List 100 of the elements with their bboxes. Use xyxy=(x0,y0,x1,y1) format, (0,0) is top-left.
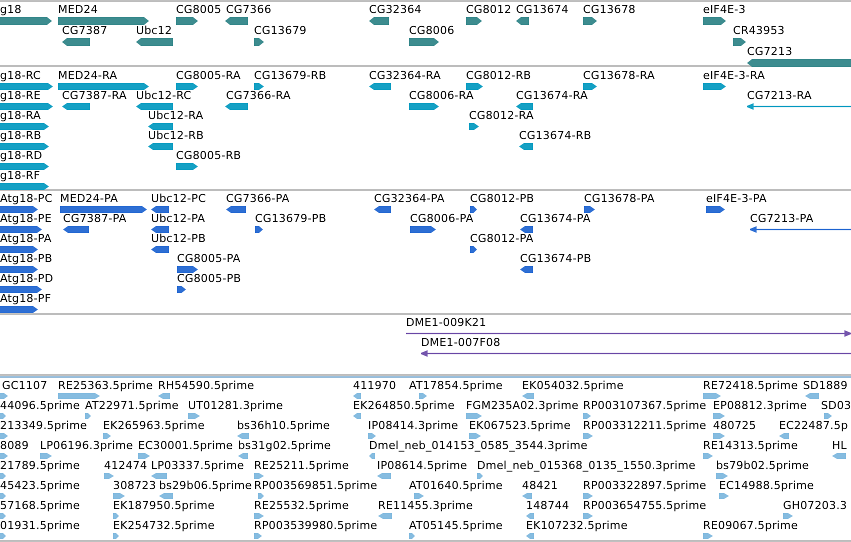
feature-label: CG13674-RB xyxy=(519,129,592,142)
feature-label: EK254732.5prime xyxy=(113,519,215,532)
feature-label: MED24-PA xyxy=(60,192,118,205)
feature-label: CG7387-PA xyxy=(63,212,126,225)
feature-label: CG8005 xyxy=(176,3,222,16)
feature-label: 480725 xyxy=(713,419,756,432)
feature-label: RH54590.5prime xyxy=(158,379,254,392)
feature-label: eIF4E-3 xyxy=(703,3,746,16)
feature-label: bs79b02.5prime xyxy=(716,459,810,472)
feature-label: CG8005-PA xyxy=(177,252,240,265)
feature-label: CG8012 xyxy=(466,3,512,16)
feature-label: AT05145.5prime xyxy=(409,519,503,532)
feature-label: CG7213-RA xyxy=(747,89,812,102)
feature-label: Ubc12-RC xyxy=(136,89,192,102)
feature-label: UT01281.3prime xyxy=(188,399,284,412)
feature-label: Dmel_neb_015368_0135_1550.3prime xyxy=(477,459,696,472)
feature-label: CG8006-RA xyxy=(409,89,474,102)
feature-label: CR43953 xyxy=(733,24,785,37)
feature-label: FGM235A02.3prime xyxy=(466,399,579,412)
feature-label: Ubc12-RA xyxy=(148,109,204,122)
feature-label: CG7213-PA xyxy=(750,212,814,225)
feature-label: g18-RA xyxy=(0,109,41,122)
feature-label: Atg18-PE xyxy=(0,212,52,225)
feature-label: 48421 xyxy=(522,479,558,492)
feature-label: CG8012-PA xyxy=(470,232,534,245)
feature-label: 44096.5prime xyxy=(0,399,80,412)
feature-label: CG13674-PA xyxy=(520,212,591,225)
feature-label: Dmel_neb_014153_0585_3544.3prime xyxy=(369,439,588,452)
feature-label: CG8006-PA xyxy=(410,212,474,225)
feature-label: Atg18-PF xyxy=(0,292,52,305)
feature-label: g18-RB xyxy=(0,129,42,142)
feature-label: CG13674-RA xyxy=(516,89,588,102)
feature-label: RP003322897.5prime xyxy=(583,479,706,492)
feature-label: CG8006 xyxy=(409,24,454,37)
feature-label: eIF4E-3-RA xyxy=(703,69,765,82)
feature-label: g18-RC xyxy=(0,69,41,82)
feature-label: EP08812.3prime xyxy=(713,399,807,412)
feature-label: CG13679-RB xyxy=(254,69,326,82)
feature-label: LP03337.5prime xyxy=(151,459,244,472)
feature-label: CG13678-PA xyxy=(584,192,655,205)
feature-label: CG32364 xyxy=(369,3,422,16)
feature-label: RE25363.5prime xyxy=(58,379,153,392)
feature-label: RE72418.5prime xyxy=(703,379,798,392)
feature-label: CG7366-RA xyxy=(226,89,291,102)
feature-label: CG13674-PB xyxy=(520,252,592,265)
feature-label: SD03 xyxy=(821,399,851,412)
feature-label: CG7387 xyxy=(62,24,108,37)
feature-label: AT01640.5prime xyxy=(409,479,503,492)
feature-label: RP003312211.5prime xyxy=(583,419,706,432)
feature-label: RE25532.5prime xyxy=(254,499,349,512)
feature-label: CG8012-PB xyxy=(470,192,534,205)
feature-label: 411970 xyxy=(353,379,396,392)
feature-label: Ubc12-PB xyxy=(151,232,206,245)
feature-label: RP003569851.5prime xyxy=(254,479,378,492)
feature-label: SD1889 xyxy=(803,379,848,392)
feature-label: EK187950.5prime xyxy=(113,499,215,512)
feature-label: CG7366-PA xyxy=(226,192,290,205)
feature-label: EC30001.5prime xyxy=(138,439,233,452)
feature-label: Atg18-PD xyxy=(0,272,54,285)
feature-label: 01931.5prime xyxy=(0,519,80,532)
feature-label: AT17854.5prime xyxy=(409,379,503,392)
feature-label: RE14313.5prime xyxy=(703,439,798,452)
feature-label: MED24 xyxy=(58,3,98,16)
feature-label: CG8005-RB xyxy=(176,149,242,162)
feature-label: g18-RD xyxy=(0,149,42,162)
feature-label: LP06196.3prime xyxy=(40,439,134,452)
feature-label: g18-RF xyxy=(0,169,40,182)
feature-label: Ubc12-PC xyxy=(151,192,206,205)
feature-label: Ubc12 xyxy=(136,24,172,37)
feature-label: Atg18-PB xyxy=(0,252,52,265)
feature-label: Ubc12-PA xyxy=(151,212,206,225)
feature-label: RP003654755.5prime xyxy=(583,499,706,512)
feature-label: CG8005-RA xyxy=(176,69,241,82)
feature-label: 21789.5prime xyxy=(0,459,80,472)
feature-label: CG8012-RB xyxy=(466,69,532,82)
feature-label: 412474 xyxy=(104,459,148,472)
feature-label: MED24-RA xyxy=(58,69,118,82)
feature-label: CG13679-PB xyxy=(255,212,326,225)
feature-label: EC22487.5p xyxy=(779,419,848,432)
feature-label: CG7387-RA xyxy=(62,89,127,102)
feature-label: EK264850.5prime xyxy=(353,399,455,412)
feature-label: RP003539980.5prime xyxy=(254,519,378,532)
feature-label: CG8005-PB xyxy=(177,272,242,285)
feature-label: CG32364-RA xyxy=(369,69,441,82)
feature-label: 45423.5prime xyxy=(0,479,80,492)
feature-label: bs31g02.5prime xyxy=(238,439,332,452)
feature-label: eIF4E-3-PA xyxy=(706,192,767,205)
feature-label: RE11455.3prime xyxy=(378,499,473,512)
feature-label: CG8012-RA xyxy=(469,109,534,122)
feature-label: EK054032.5prime xyxy=(522,379,624,392)
feature-label: CG7213 xyxy=(747,45,792,58)
feature-label: RE09067.5prime xyxy=(703,519,798,532)
feature-label: bs29b06.5prime xyxy=(159,479,252,492)
feature-label: IP08414.3prime xyxy=(368,419,458,432)
feature-label: g18 xyxy=(0,3,22,16)
feature-label: IP08614.5prime xyxy=(377,459,468,472)
feature-label: bs36h10.5prime xyxy=(237,419,330,432)
feature-label: GH07203.3 xyxy=(783,499,848,512)
feature-label: 8089 xyxy=(0,439,29,452)
feature-label: Atg18-PC xyxy=(0,192,53,205)
